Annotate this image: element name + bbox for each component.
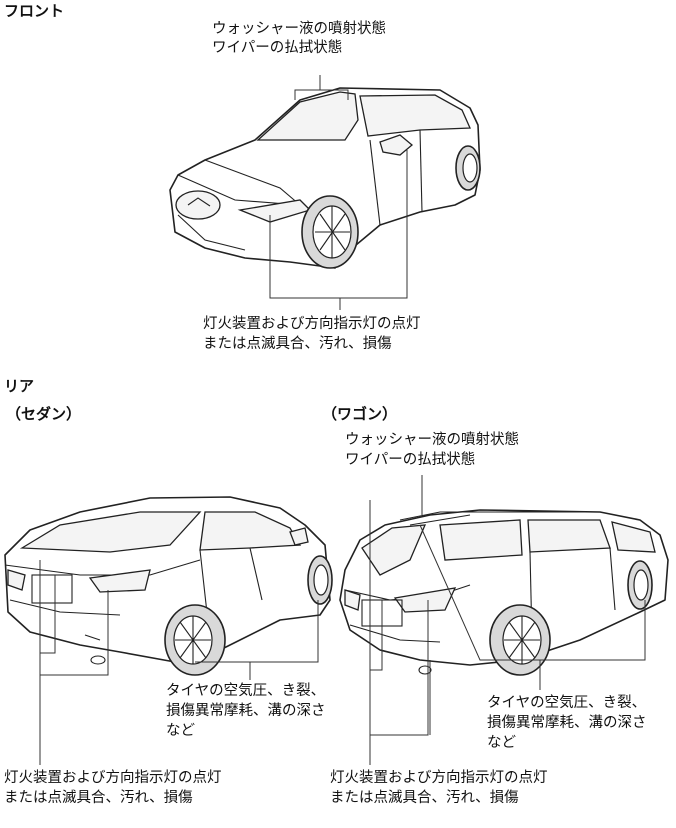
wagon-wiper-label: ワイパーの払拭状態 (345, 452, 476, 468)
wagon-heading: （ワゴン） (322, 405, 398, 423)
sedan-tire-label-line2: 損傷異常摩耗、溝の深さ (166, 703, 326, 719)
sedan-lamp-label-line2: または点滅具合、汚れ、損傷 (4, 790, 193, 806)
wagon-lamp-label-line1: 灯火装置および方向指示灯の点灯 (330, 770, 548, 786)
front-heading: フロント (4, 2, 65, 20)
leader-lines (39, 75, 646, 765)
sedan-tire-label-line1: タイヤの空気圧、き裂、 (166, 683, 326, 699)
front-car-illustration (169, 87, 481, 269)
wagon-tire-label-line3: など (487, 735, 516, 751)
front-lamp-label-line2: または点滅具合、汚れ、損傷 (203, 336, 392, 352)
wagon-tire-label-line2: 損傷異常摩耗、溝の深さ (487, 715, 647, 731)
front-lamp-label-line1: 灯火装置および方向指示灯の点灯 (203, 316, 421, 332)
front-wiper-label: ワイパーの払拭状態 (212, 40, 343, 56)
rear-wagon-illustration (339, 509, 669, 676)
rear-sedan-illustration (4, 496, 333, 676)
sedan-heading: （セダン） (6, 405, 82, 423)
wagon-lamp-label-line2: または点滅具合、汚れ、損傷 (330, 790, 519, 806)
front-washer-label: ウォッシャー液の噴射状態 (212, 21, 386, 37)
rear-heading: リア (4, 377, 35, 395)
sedan-tire-label-line3: など (166, 723, 195, 739)
wagon-tire-label-line1: タイヤの空気圧、き裂、 (487, 695, 647, 711)
sedan-lamp-label-line1: 灯火装置および方向指示灯の点灯 (4, 770, 222, 786)
wagon-washer-label: ウォッシャー液の噴射状態 (345, 432, 519, 448)
